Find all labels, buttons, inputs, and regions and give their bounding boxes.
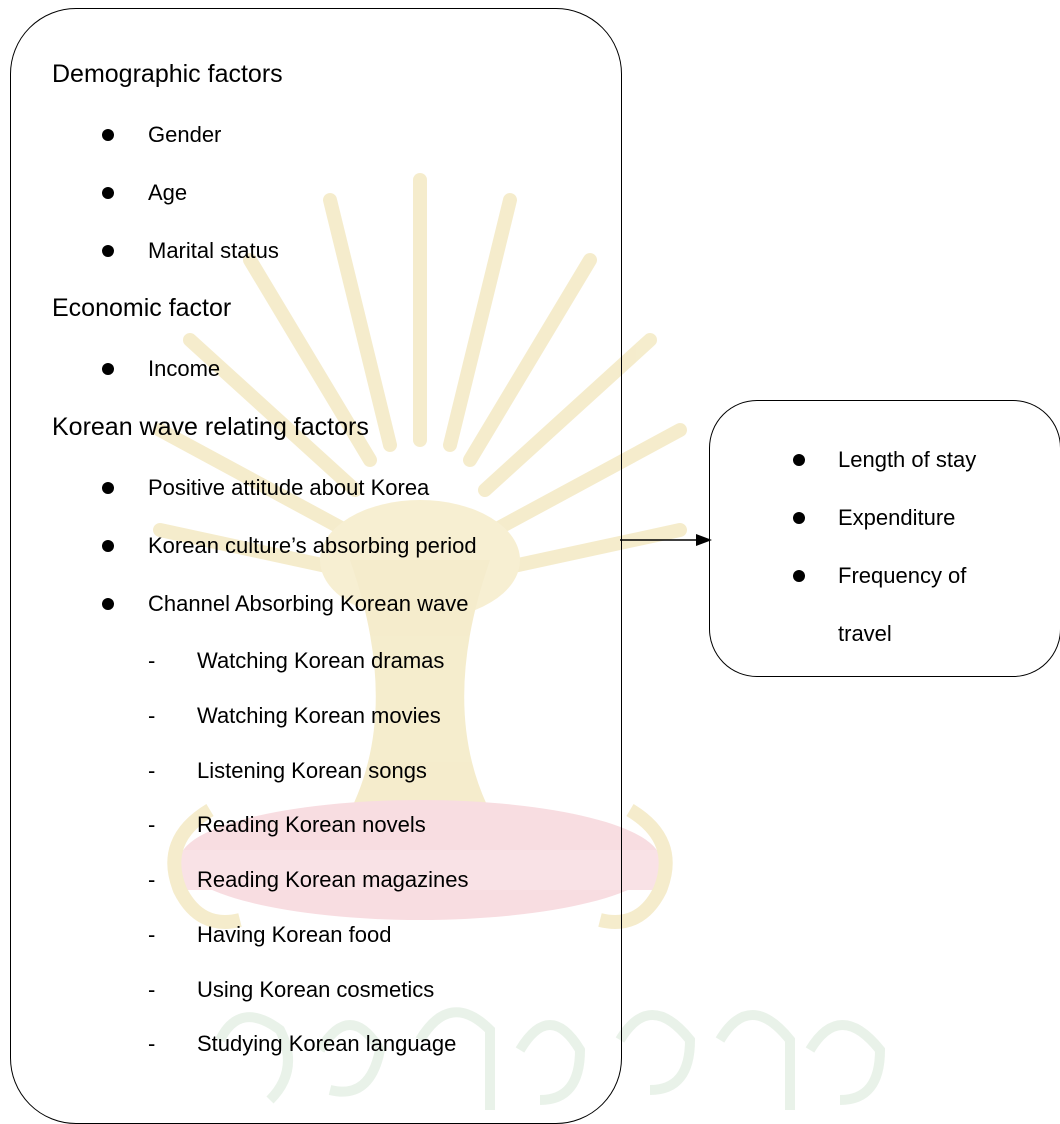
dash-marker: - (148, 867, 156, 892)
bullet-icon (102, 129, 114, 141)
item-absorbing-period: Korean culture’s absorbing period (148, 533, 477, 558)
dash-marker: - (148, 812, 156, 837)
item-marital-status: Marital status (148, 238, 279, 263)
dash-marker: - (148, 648, 156, 673)
subitem-novels: Reading Korean novels (197, 812, 426, 837)
subitem-songs: Listening Korean songs (197, 758, 427, 783)
item-gender: Gender (148, 122, 222, 147)
dash-marker: - (148, 703, 156, 728)
bullet-icon (793, 512, 805, 524)
subitem-movies: Watching Korean movies (197, 703, 441, 728)
bullet-icon (102, 598, 114, 610)
bullet-icon (102, 482, 114, 494)
dash-marker: - (148, 977, 156, 1002)
bullet-icon (793, 454, 805, 466)
bullet-icon (102, 245, 114, 257)
heading-korean-wave-factors: Korean wave relating factors (52, 413, 369, 441)
item-channel-absorbing: Channel Absorbing Korean wave (148, 591, 469, 616)
bullet-icon (102, 187, 114, 199)
item-length-of-stay: Length of stay (838, 447, 977, 472)
heading-demographic-factors: Demographic factors (52, 60, 283, 88)
dash-marker: - (148, 758, 156, 783)
bullet-icon (102, 540, 114, 552)
item-frequency-of: Frequency of (838, 563, 967, 588)
dash-marker: - (148, 922, 156, 947)
item-income: Income (148, 356, 221, 381)
subitem-cosmetics: Using Korean cosmetics (197, 977, 435, 1002)
item-positive-attitude: Positive attitude about Korea (148, 475, 430, 500)
factors-box (10, 8, 622, 1124)
connector-arrow (620, 534, 712, 546)
subitem-language: Studying Korean language (197, 1031, 457, 1056)
bullet-icon (102, 363, 114, 375)
subitem-magazines: Reading Korean magazines (197, 867, 469, 892)
item-travel: travel (838, 621, 892, 646)
dash-marker: - (148, 1031, 156, 1056)
outcomes-box (709, 400, 1060, 677)
heading-economic-factor: Economic factor (52, 294, 232, 322)
subitem-food: Having Korean food (197, 922, 392, 947)
item-expenditure: Expenditure (838, 505, 956, 530)
subitem-dramas: Watching Korean dramas (197, 648, 445, 673)
item-age: Age (148, 180, 188, 205)
bullet-icon (793, 570, 805, 582)
